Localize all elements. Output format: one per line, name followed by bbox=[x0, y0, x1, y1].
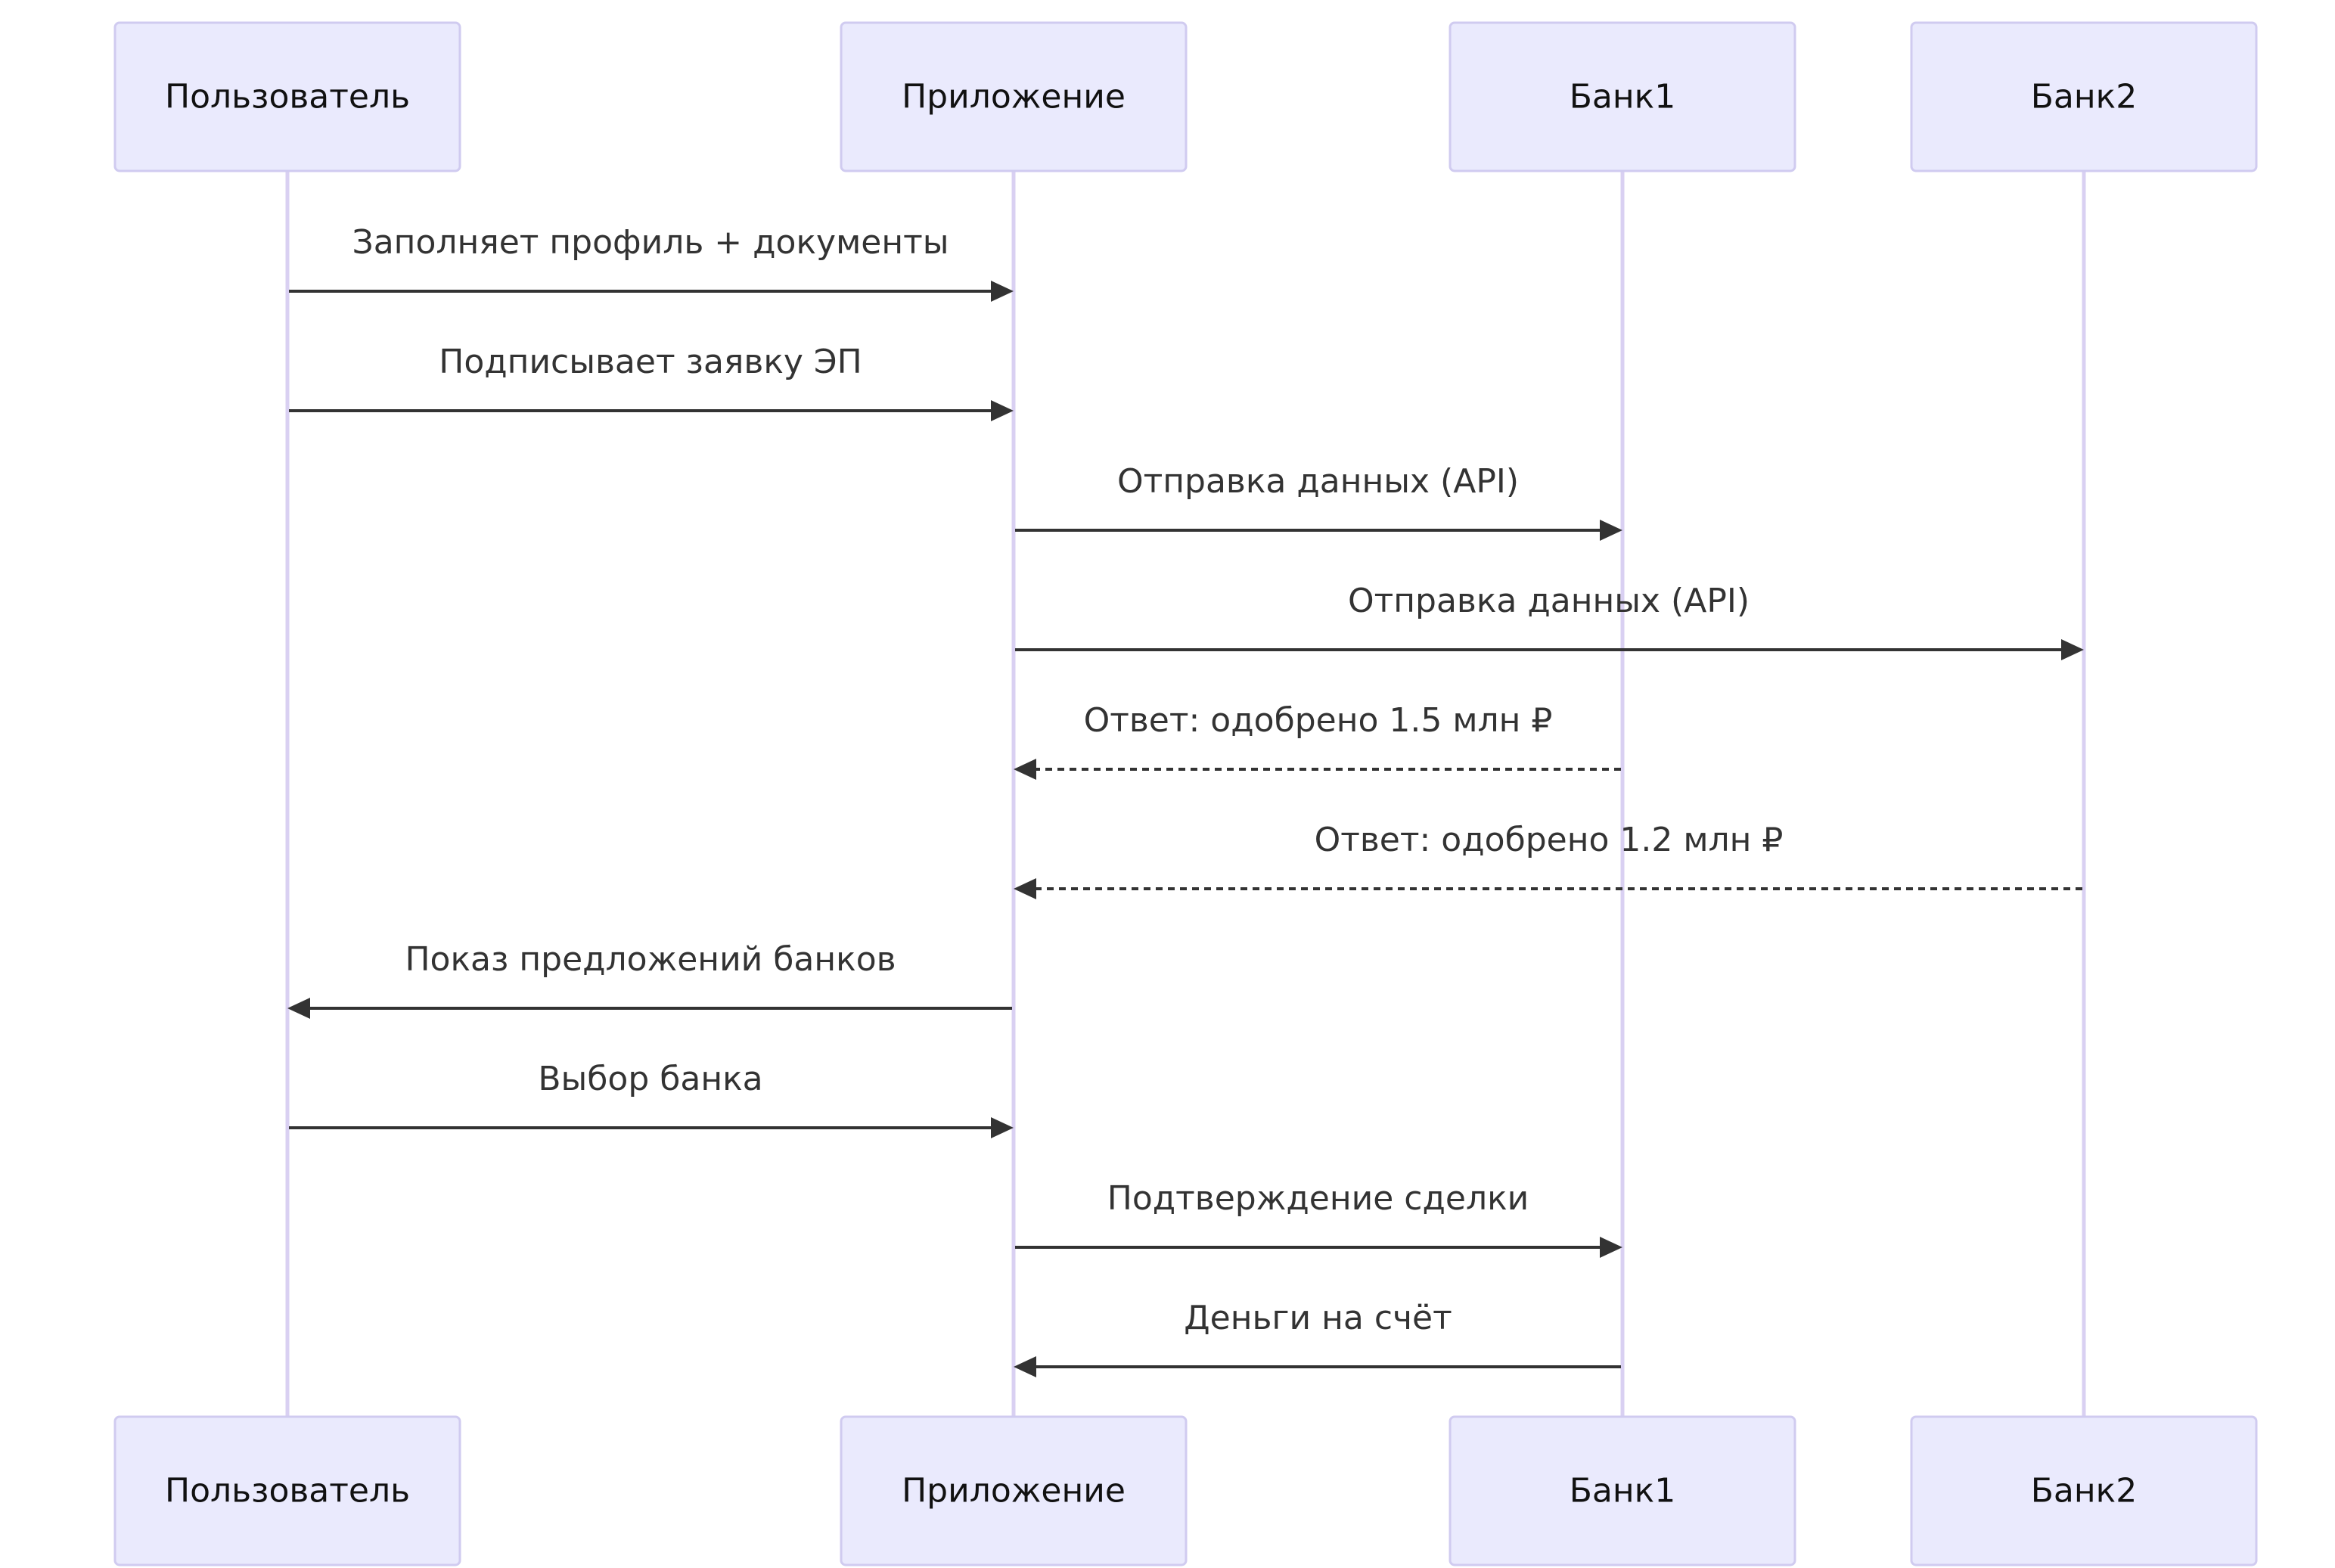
participant-label: Приложение bbox=[902, 78, 1126, 116]
arrowhead-icon bbox=[2061, 639, 2084, 660]
participant-label: Банк1 bbox=[1570, 1472, 1676, 1511]
message-1: Заполняет профиль + документы bbox=[289, 223, 1014, 302]
participant-box bbox=[1449, 21, 1796, 172]
message-7: Показ предложений банков bbox=[287, 940, 1012, 1019]
participant-box bbox=[840, 1415, 1188, 1566]
message-4: Отправка данных (API) bbox=[1015, 582, 2084, 660]
participants-bottom: Пользователь Приложение Банк1 Банк2 bbox=[113, 1415, 2258, 1566]
participant-label: Банк1 bbox=[1570, 78, 1676, 116]
message-label: Отправка данных (API) bbox=[1117, 462, 1519, 501]
participant-user-top: Пользователь bbox=[113, 21, 461, 172]
participant-label: Банк2 bbox=[2031, 78, 2138, 116]
participant-app-top: Приложение bbox=[840, 21, 1188, 172]
participant-box bbox=[1910, 1415, 2258, 1566]
arrowhead-icon bbox=[287, 998, 310, 1019]
message-label: Ответ: одобрено 1.5 млн ₽ bbox=[1084, 701, 1553, 740]
participant-bank2-top: Банк2 bbox=[1910, 21, 2258, 172]
arrowhead-icon bbox=[1600, 520, 1622, 541]
participant-box bbox=[1910, 21, 2258, 172]
message-label: Выбор банка bbox=[538, 1060, 762, 1098]
participants-top: Пользователь Приложение Банк1 Банк2 bbox=[113, 21, 2258, 172]
participant-label: Пользователь bbox=[165, 1472, 410, 1511]
arrowhead-icon bbox=[1014, 759, 1036, 780]
participant-app-bottom: Приложение bbox=[840, 1415, 1188, 1566]
message-label: Ответ: одобрено 1.2 млн ₽ bbox=[1315, 821, 1784, 859]
participant-box bbox=[1449, 1415, 1796, 1566]
arrowhead-icon bbox=[1600, 1237, 1622, 1258]
lifelines bbox=[285, 171, 2086, 1417]
message-5: Ответ: одобрено 1.5 млн ₽ bbox=[1014, 701, 1621, 780]
participant-user-bottom: Пользователь bbox=[113, 1415, 461, 1566]
arrowhead-icon bbox=[991, 1117, 1014, 1138]
participant-box bbox=[113, 21, 461, 172]
message-6: Ответ: одобрено 1.2 млн ₽ bbox=[1014, 821, 2082, 899]
participant-label: Приложение bbox=[902, 1472, 1126, 1511]
arrowhead-icon bbox=[1014, 878, 1036, 899]
participant-label: Пользователь bbox=[165, 78, 410, 116]
participant-box bbox=[840, 21, 1188, 172]
message-label: Заполняет профиль + документы bbox=[352, 223, 949, 262]
message-10: Деньги на счёт bbox=[1014, 1299, 1621, 1377]
participant-box bbox=[113, 1415, 461, 1566]
participant-bank1-bottom: Банк1 bbox=[1449, 1415, 1796, 1566]
participant-label: Банк2 bbox=[2031, 1472, 2138, 1511]
arrowhead-icon bbox=[991, 400, 1014, 421]
messages: Заполняет профиль + документыПодписывает… bbox=[287, 223, 2084, 1377]
message-label: Подписывает заявку ЭП bbox=[439, 343, 862, 381]
message-label: Отправка данных (API) bbox=[1348, 582, 1750, 620]
participant-bank2-bottom: Банк2 bbox=[1910, 1415, 2258, 1566]
message-2: Подписывает заявку ЭП bbox=[289, 343, 1014, 421]
message-9: Подтверждение сделки bbox=[1015, 1179, 1622, 1258]
message-3: Отправка данных (API) bbox=[1015, 462, 1622, 541]
message-label: Показ предложений банков bbox=[405, 940, 896, 979]
message-8: Выбор банка bbox=[289, 1060, 1014, 1138]
message-label: Подтверждение сделки bbox=[1107, 1179, 1529, 1218]
message-label: Деньги на счёт bbox=[1184, 1299, 1452, 1337]
participant-bank1-top: Банк1 bbox=[1449, 21, 1796, 172]
arrowhead-icon bbox=[1014, 1356, 1036, 1377]
arrowhead-icon bbox=[991, 281, 1014, 302]
